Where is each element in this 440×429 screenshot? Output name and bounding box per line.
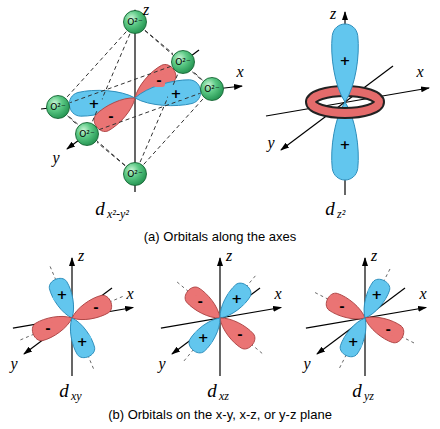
orbital-subscript: x²-y²	[107, 208, 129, 220]
octahedron-edge	[97, 142, 125, 165]
positive-lobe	[186, 312, 228, 357]
axis-label: x	[126, 286, 133, 302]
octahedron-edge	[144, 99, 204, 165]
axis-label: y	[267, 135, 274, 151]
sign-label: +	[74, 335, 91, 348]
caption: (b) Orbitals on the x-y, x-z, or y-z pla…	[108, 407, 332, 422]
positive-lobe	[356, 276, 392, 322]
sign-label: -	[382, 323, 393, 336]
oxygen-sphere: O²⁻	[200, 77, 224, 101]
axis-label: z	[371, 248, 377, 264]
octahedron-edge	[67, 32, 127, 98]
dashed-edge	[145, 31, 202, 81]
sign-label: -	[42, 322, 53, 335]
axis-label: z	[330, 6, 336, 22]
axis-label: z	[226, 248, 232, 264]
sign-label: -	[336, 300, 347, 313]
ion-label: O²⁻	[79, 129, 94, 139]
torus-front	[311, 102, 379, 113]
oxygen-sphere: O²⁻	[123, 162, 147, 186]
orbital-name: d	[59, 381, 69, 400]
sign-label: +	[53, 288, 70, 301]
dashed-edge	[99, 93, 200, 129]
dashed-edge	[144, 99, 204, 165]
sign-label: -	[105, 110, 116, 123]
axis-label: y	[52, 150, 59, 166]
caption: (a) Orbitals along the axes	[144, 229, 296, 244]
negative-lobe	[361, 309, 407, 345]
octahedron-edge	[68, 116, 78, 125]
positive-lobe	[134, 78, 202, 110]
axes	[41, 10, 242, 192]
dashed-edge	[68, 116, 125, 166]
positive-lobe	[337, 314, 373, 360]
oxygen-sphere: O²⁻	[46, 95, 70, 119]
orbital-subscript: z²	[337, 208, 345, 220]
dashed-edge	[193, 71, 203, 80]
negative-lobe	[30, 309, 76, 343]
positive-lobe	[63, 314, 97, 360]
sign-label: -	[90, 301, 101, 314]
dz2-shape	[311, 24, 379, 180]
dashed-edge	[68, 116, 78, 125]
sign-label: +	[168, 87, 185, 100]
ion-label: O²⁻	[50, 102, 65, 112]
dashed-edge	[145, 30, 173, 53]
orbital-subscript: yz	[364, 390, 374, 402]
axis-label: x	[274, 286, 281, 302]
octahedron-edge	[99, 93, 200, 129]
axis-label: y	[10, 356, 17, 372]
axis-label: x	[419, 286, 426, 302]
sign-label: +	[337, 54, 354, 67]
ion-label: O²⁻	[127, 17, 142, 27]
sign-label: +	[368, 288, 385, 301]
positive-lobe	[213, 280, 255, 325]
axis-label: x	[416, 64, 423, 80]
orbital-name: d	[352, 381, 362, 400]
octahedron-edge	[193, 71, 203, 80]
oxygen-sphere: O²⁻	[75, 122, 99, 146]
axes	[266, 12, 429, 195]
dashed-edge	[97, 142, 125, 165]
positive-lobe	[332, 24, 359, 102]
sign-label: +	[86, 97, 103, 110]
dashed-edge	[70, 66, 171, 102]
orbital-name: d	[207, 381, 217, 400]
axis-label: x	[236, 64, 243, 80]
ion-label: O²⁻	[175, 57, 190, 67]
orbital-subscript: xz	[219, 390, 229, 402]
axis-label: y	[158, 356, 165, 372]
axis-label: y	[303, 356, 310, 372]
orbital-subscript: xy	[71, 390, 82, 402]
dashed-edge	[67, 32, 127, 98]
sign-label: -	[194, 295, 205, 308]
torus-front	[311, 102, 379, 113]
orbital-name: d	[325, 199, 335, 218]
sign-label: +	[345, 335, 362, 348]
sign-label: +	[195, 331, 212, 344]
negative-lobe	[214, 311, 259, 353]
octahedron-edge	[68, 116, 125, 166]
axis-label: z	[78, 248, 84, 264]
sign-label: -	[234, 328, 245, 341]
axes	[13, 258, 426, 376]
oxygen-sphere: O²⁻	[171, 50, 195, 74]
octahedron-edge	[145, 30, 173, 53]
plane-lines	[20, 266, 414, 369]
plane-lobes	[30, 276, 407, 361]
orbital-name: d	[95, 199, 105, 218]
ion-label: O²⁻	[204, 84, 219, 94]
ion-label: O²⁻	[127, 169, 142, 179]
sign-label: +	[337, 138, 354, 151]
axis-label: z	[143, 2, 149, 18]
octahedron-edge	[145, 31, 202, 81]
octahedron-edge	[70, 66, 171, 102]
sign-label: +	[228, 292, 245, 305]
sign-label: -	[153, 74, 164, 87]
